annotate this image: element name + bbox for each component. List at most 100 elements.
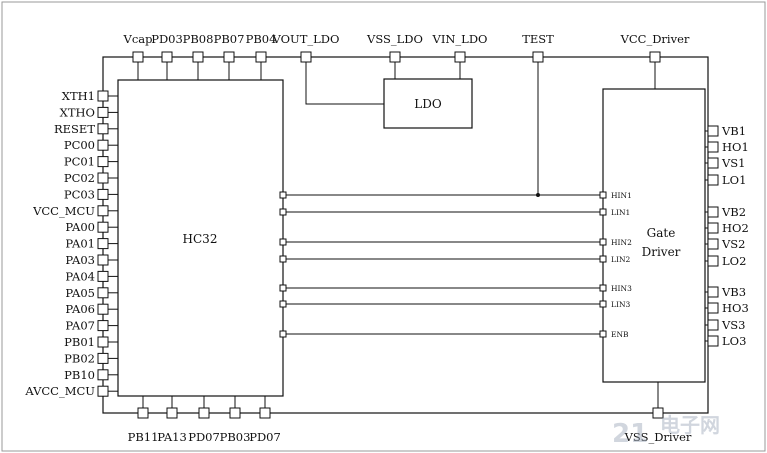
right-pin-vb3-label: VB3: [721, 285, 746, 299]
left-pin-vcc-mcu-box: [97, 205, 109, 217]
gate-driver-label-line1: Gate: [647, 226, 676, 240]
left-pin-pb01-box: [97, 336, 109, 348]
bottom-pin-1-pa13-label: PA13: [157, 430, 187, 444]
left-pin-group: XTH1XTHORESETPC00PC01PC02PC03VCC_MCUPA00…: [24, 89, 118, 398]
left-pin-pb02-label: PB02: [64, 351, 95, 365]
bottom-pin-0-pb11-box: [137, 407, 149, 419]
right-pin-lo1-label: LO1: [722, 173, 746, 187]
signal-hin3-hc32-port: [279, 284, 287, 292]
left-pin-pa04-label: PA04: [65, 269, 95, 283]
left-pin-reset-box: [97, 123, 109, 135]
left-pin-pc00-label: PC00: [64, 138, 95, 152]
left-pin-pb02-box: [97, 352, 109, 364]
bottom-pin-3-pb03-label: PB03: [220, 430, 251, 444]
right-pin-ho2-box: [707, 222, 719, 234]
signal-hin2-label: HIN2: [611, 238, 632, 247]
signal-hin2-hc32-port: [279, 238, 287, 246]
left-pin-vcc-mcu-label: VCC_MCU: [32, 204, 95, 218]
right-pin-ho3-label: HO3: [722, 301, 749, 315]
bottom-pin-2-pd07-box: [198, 407, 210, 419]
left-pin-pa03-box: [97, 254, 109, 266]
right-pin-ho1-box: [707, 141, 719, 153]
left-pin-pc01-box: [97, 156, 109, 168]
left-pin-avcc-mcu-label: AVCC_MCU: [24, 384, 95, 398]
watermark-logo-number: 21: [612, 419, 648, 449]
left-pin-pa06-box: [97, 303, 109, 315]
left-pin-xth1-box: [97, 90, 109, 102]
signal-lin1-hc32-port: [279, 208, 287, 216]
bottom-pin-5-vss-driver-box: [652, 407, 664, 419]
left-pin-pc03-box: [97, 188, 109, 200]
watermark: 21 电子网: [612, 413, 720, 449]
bottom-pin-3-pb03-box: [229, 407, 241, 419]
top-pin-test-label: TEST: [522, 32, 554, 46]
bottom-pin-5-vss-driver-label: VSS_Driver: [624, 430, 692, 444]
right-pin-ho3-box: [707, 302, 719, 314]
signal-hin1-driver-port: [599, 191, 607, 199]
left-pin-pb01-label: PB01: [64, 335, 95, 349]
right-pin-vb2-label: VB2: [721, 205, 746, 219]
signal-enb-label: ENB: [611, 330, 629, 339]
right-pin-lo3-label: LO3: [722, 334, 746, 348]
top-pin-pb08-label: PB08: [183, 32, 214, 46]
top-pin-pb07-label: PB07: [214, 32, 245, 46]
top-pin-pb08-box: [192, 51, 204, 63]
top-pin-pd03-label: PD03: [151, 32, 183, 46]
top-pin-pd03-box: [161, 51, 173, 63]
left-pin-pc02-box: [97, 172, 109, 184]
top-pin-vin-ldo-box: [454, 51, 466, 63]
right-pin-lo2-label: LO2: [722, 254, 746, 268]
left-pin-pb10-label: PB10: [64, 368, 95, 382]
signal-lin2-hc32-port: [279, 255, 287, 263]
left-pin-reset-label: RESET: [54, 122, 95, 136]
left-pin-pa07-label: PA07: [65, 319, 95, 333]
top-pin-vout-ldo-label: VOUT_LDO: [272, 32, 340, 46]
top-pin-vcap-box: [132, 51, 144, 63]
right-pin-vs3-label: VS3: [721, 318, 746, 332]
signal-hin3-label: HIN3: [611, 284, 632, 293]
left-pin-pa03-label: PA03: [65, 253, 95, 267]
left-pin-avcc-mcu-box: [97, 385, 109, 397]
top-pin-pb04-box: [255, 51, 267, 63]
gate-driver-block: [602, 88, 706, 383]
top-pin-vcc-driver-label: VCC_Driver: [620, 32, 690, 46]
left-pin-pa00-box: [97, 221, 109, 233]
left-pin-pa06-label: PA06: [65, 302, 95, 316]
right-pin-vb3-box: [707, 286, 719, 298]
left-pin-pc03-label: PC03: [64, 187, 95, 201]
right-pin-ho1-label: HO1: [722, 140, 749, 154]
signal-lin2-label: LIN2: [611, 255, 631, 264]
right-pin-vs2-box: [707, 238, 719, 250]
left-pin-pa04-box: [97, 270, 109, 282]
signal-lin3-label: LIN3: [611, 300, 631, 309]
right-pin-vs3-box: [707, 319, 719, 331]
signal-lin2-driver-port: [599, 255, 607, 263]
top-pin-pb04-label: PB04: [246, 32, 277, 46]
top-pin-vin-ldo-label: VIN_LDO: [432, 32, 488, 46]
left-pin-pb10-box: [97, 369, 109, 381]
left-pin-pc00-box: [97, 139, 109, 151]
ldo-label: LDO: [414, 97, 442, 111]
right-pin-vb1-label: VB1: [721, 124, 746, 138]
left-pin-pa01-box: [97, 238, 109, 250]
hc32-label: HC32: [183, 232, 218, 246]
signal-hin3-driver-port: [599, 284, 607, 292]
hc32-block: [117, 79, 284, 397]
signal-lin1-label: LIN1: [611, 208, 630, 217]
signal-hin2-driver-port: [599, 238, 607, 246]
signal-hin1-hc32-port: [279, 191, 287, 199]
watermark-text: 电子网: [660, 413, 720, 437]
board-outline: [102, 56, 709, 414]
left-pin-pa01-label: PA01: [65, 237, 95, 251]
gate-driver-label-line2: Driver: [642, 245, 681, 259]
left-pin-pc01-label: PC01: [64, 155, 95, 169]
right-pin-vb1-box: [707, 125, 719, 137]
bottom-pin-4-pd07-label: PD07: [249, 430, 281, 444]
bottom-pin-1-pa13-box: [166, 407, 178, 419]
top-pin-vcap-label: Vcap: [123, 32, 153, 46]
